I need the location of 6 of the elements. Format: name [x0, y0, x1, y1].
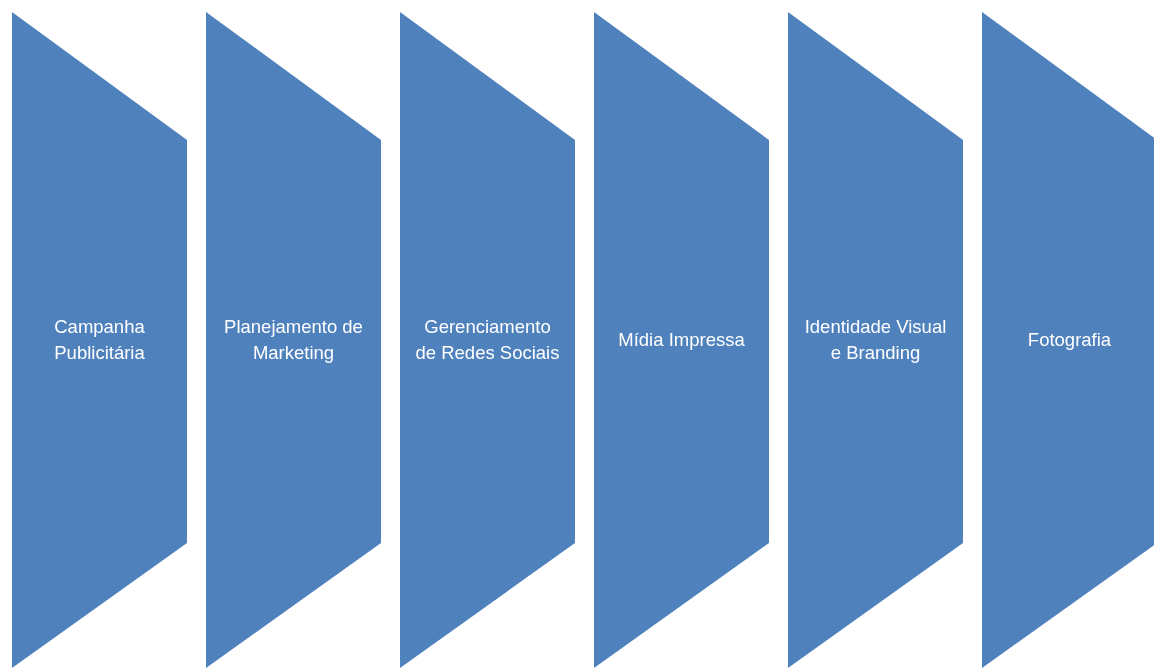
step-label: Gerenciamento de Redes Sociais [414, 315, 561, 365]
step-label: Mídia Impressa [618, 328, 745, 352]
step-label: Identidade Visual e Branding [803, 315, 948, 365]
step-label: Planejamento de Marketing [223, 315, 364, 365]
step-label: Campanha Publicitária [53, 315, 146, 365]
step-label: Fotografia [1027, 328, 1112, 352]
